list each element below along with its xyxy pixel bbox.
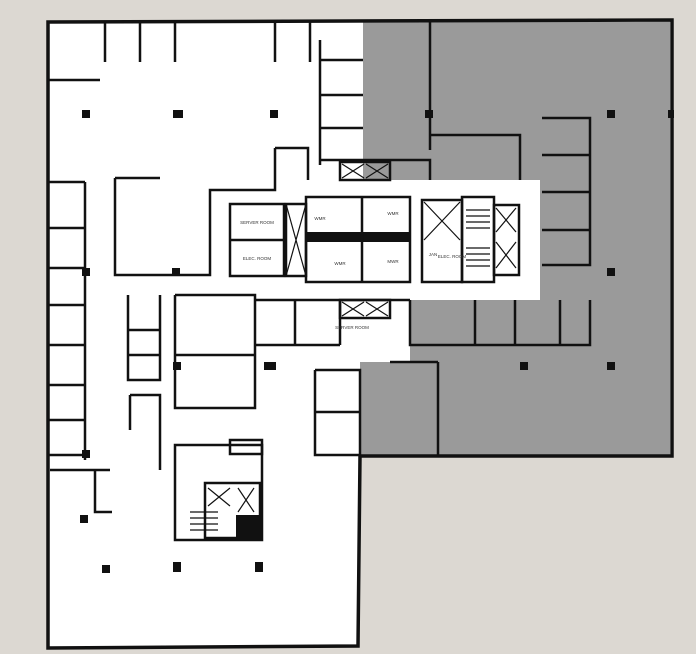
label-restroom-4: WMR: [334, 261, 346, 266]
columns: [80, 110, 674, 573]
label-elec-room-1: ELEC. ROOM: [243, 256, 272, 261]
label-restroom-1: WMR: [314, 216, 326, 221]
label-restroom-3: MWR: [387, 259, 399, 264]
label-server-room-2: SERVER ROOM: [335, 325, 369, 330]
core-rooms: [190, 160, 521, 540]
label-server-room-1: SERVER ROOM: [240, 220, 274, 225]
highlighted-suite[interactable]: [360, 22, 670, 455]
label-restroom-2: WMR: [387, 211, 399, 216]
label-janitor: JAN: [429, 252, 438, 257]
label-elec-room-2: ELEC. ROOM: [438, 254, 467, 259]
